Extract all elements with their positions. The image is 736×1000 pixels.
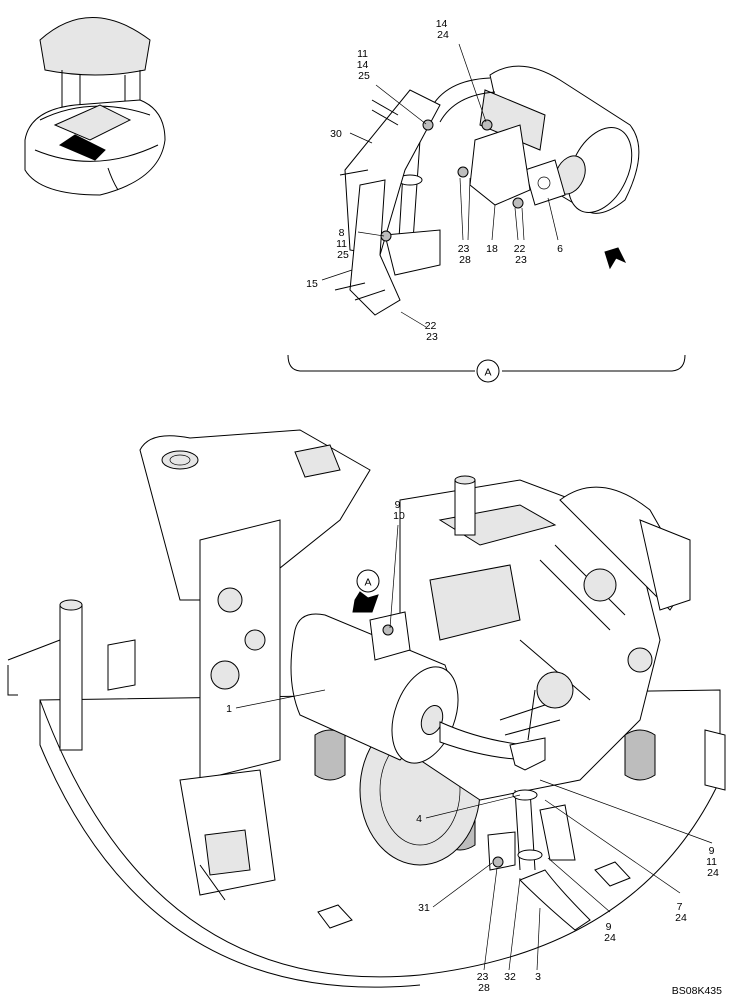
callout-8-11-25: 8 11 25 — [336, 227, 350, 261]
callout-4: 4 — [416, 813, 422, 825]
callout-23-28: 23 28 — [477, 971, 492, 994]
callout-3: 3 — [535, 971, 541, 983]
callout-9-10: 9 10 — [393, 499, 405, 522]
callout-30: 30 — [330, 128, 342, 140]
callout-11-14-25: 11 14 25 — [357, 48, 372, 82]
detail-view-a — [334, 65, 640, 316]
callout-15: 15 — [306, 278, 318, 290]
view-a-letter: A — [484, 367, 491, 379]
callout-22-23-right: 22 23 — [514, 243, 529, 266]
callout-6: 6 — [557, 243, 563, 255]
callout-18: 18 — [486, 243, 498, 255]
callout-9-11-24: 9 11 24 — [706, 845, 720, 879]
callout-23-28: 23 28 — [458, 243, 473, 266]
main-view-a-circle — [356, 569, 380, 593]
drawing-code: BS08K435 — [672, 985, 722, 997]
main-assembly-view — [7, 429, 726, 988]
callout-1: 1 — [226, 703, 232, 715]
main-view-a-letter: A — [364, 577, 371, 589]
callout-7-24: 7 24 — [675, 901, 687, 924]
machine-locator-thumbnail — [24, 17, 166, 196]
callout-22-23-bottom: 22 23 — [425, 320, 440, 343]
callout-14-24: 14 24 — [436, 18, 451, 41]
view-a-bracket — [287, 354, 686, 372]
callout-32: 32 — [504, 971, 516, 983]
main-view-leaders — [235, 524, 713, 971]
view-a-leaders — [321, 43, 559, 328]
callout-9-24: 9 24 — [604, 921, 616, 944]
view-a-circle — [476, 359, 500, 383]
callout-31: 31 — [418, 902, 430, 914]
